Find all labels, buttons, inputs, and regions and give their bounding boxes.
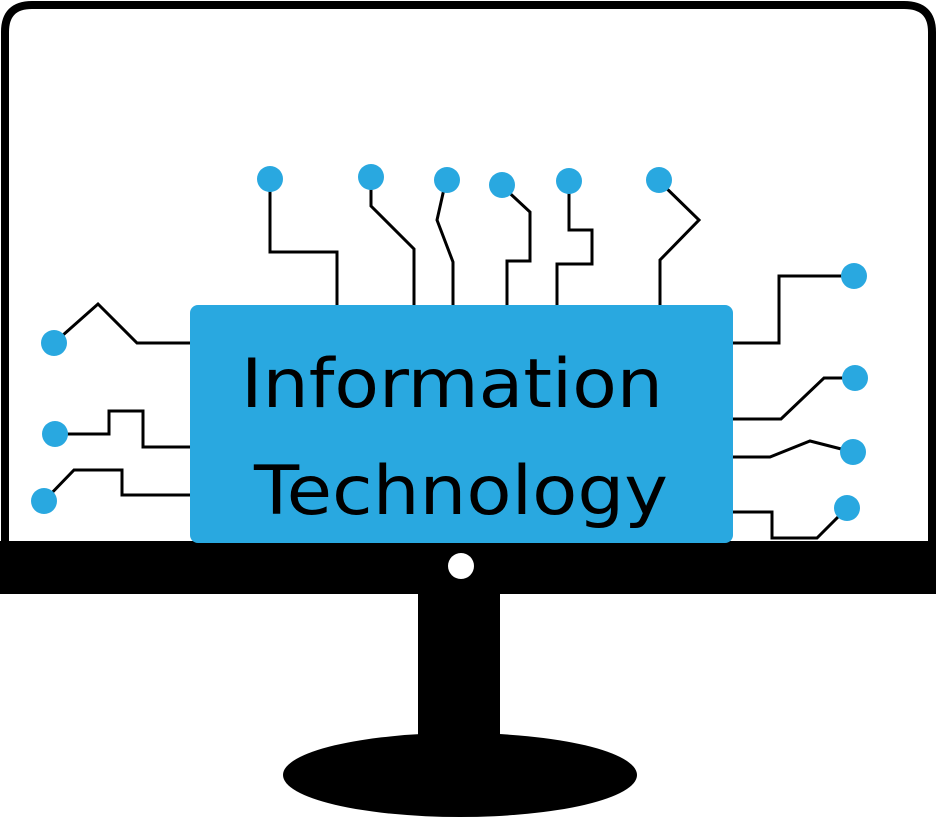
circuit-trace — [732, 376, 855, 421]
title-line-2: Technology — [253, 452, 668, 531]
circuit-trace — [55, 409, 192, 449]
circuit-trace — [500, 184, 532, 305]
circuit-node — [42, 421, 68, 447]
circuit-node — [834, 495, 860, 521]
title-panel — [190, 305, 733, 543]
monitor-stand-base — [283, 733, 637, 817]
circuit-node — [841, 263, 867, 289]
title-line-1: Information — [241, 345, 663, 424]
circuit-trace — [732, 439, 854, 459]
circuit-trace — [268, 180, 339, 305]
circuit-node — [31, 488, 57, 514]
circuit-trace — [435, 179, 455, 305]
circuit-node — [257, 166, 283, 192]
circuit-trace — [732, 274, 854, 345]
circuit-traces — [42, 178, 855, 540]
circuit-nodes — [31, 164, 868, 521]
circuit-node — [556, 168, 582, 194]
circuit-node — [489, 172, 515, 198]
circuit-node — [358, 164, 384, 190]
circuit-trace — [732, 506, 849, 540]
power-indicator-icon — [448, 553, 474, 579]
circuit-trace — [369, 178, 416, 305]
monitor-stand-neck — [418, 590, 500, 760]
circuit-node — [646, 167, 672, 193]
circuit-node — [41, 330, 67, 356]
circuit-trace — [42, 468, 192, 503]
circuit-trace — [657, 179, 702, 305]
circuit-trace — [53, 301, 192, 345]
circuit-node — [840, 439, 866, 465]
circuit-node — [434, 167, 460, 193]
circuit-node — [842, 365, 868, 391]
circuit-trace — [555, 182, 594, 305]
